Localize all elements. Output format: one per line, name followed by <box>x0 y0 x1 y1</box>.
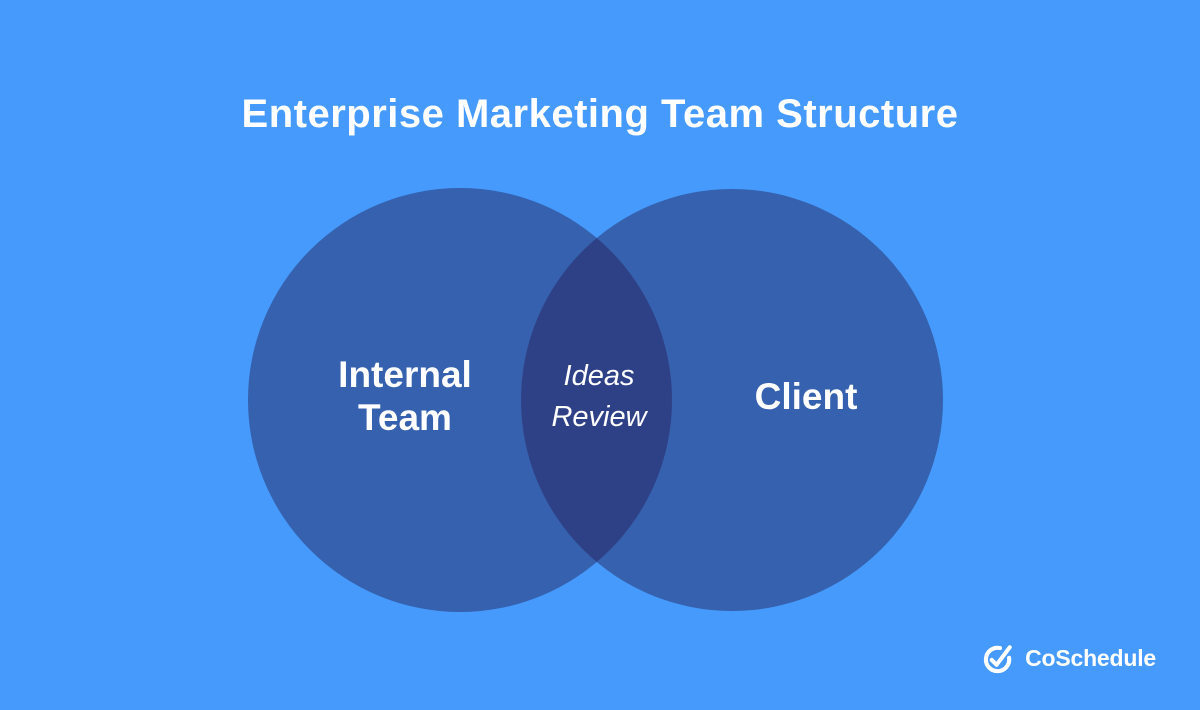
check-circle-icon <box>983 645 1012 674</box>
left-circle-label: Internal Team <box>338 354 472 440</box>
coschedule-wordmark: CoSchedule <box>1025 645 1156 671</box>
check-mark <box>989 645 1012 667</box>
overlap-lens <box>521 189 672 611</box>
right-circle-label: Client <box>754 376 858 417</box>
left-label-line-2: Team <box>358 397 452 438</box>
check-circle-ring <box>983 645 1012 674</box>
overlap-label-line-1: Ideas <box>563 359 635 392</box>
overlap-label-line-2: Review <box>551 401 647 433</box>
left-label-line-1: Internal <box>338 354 472 396</box>
overlap-label: Ideas Review <box>551 356 646 438</box>
coschedule-logo: CoSchedule <box>982 641 1156 676</box>
page-title: Enterprise Marketing Team Structure <box>241 92 959 136</box>
